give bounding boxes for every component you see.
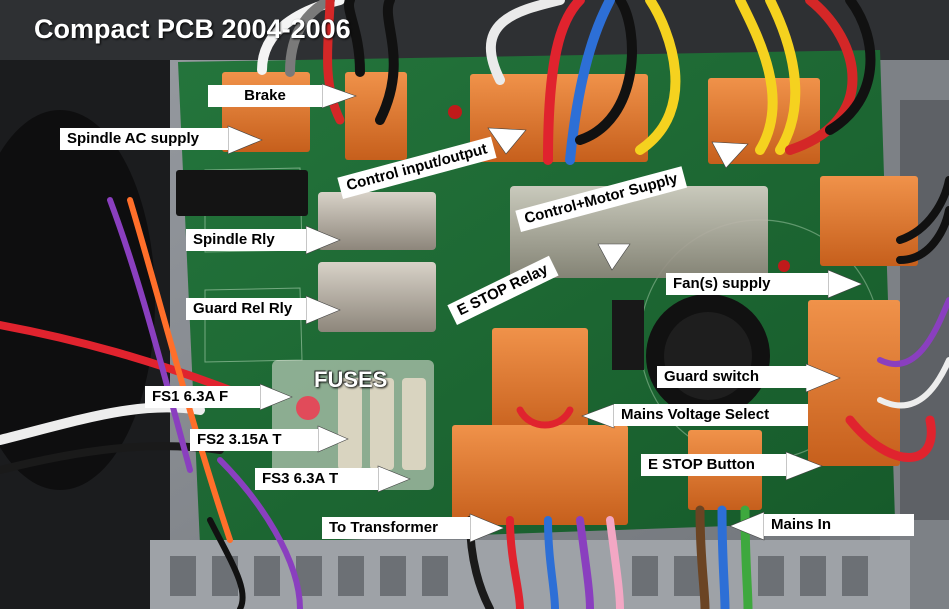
label-spindle-rly: Spindle Rly: [186, 229, 306, 251]
arrow-fs1: [259, 383, 293, 411]
arrow-fans-supply: [827, 269, 863, 299]
label-to-transformer: To Transformer: [322, 517, 470, 539]
arrow-e-stop-button: [785, 451, 823, 481]
arrow-spindle-rly: [305, 225, 341, 255]
label-fs3: FS3 6.3A T: [255, 468, 378, 490]
label-fs1: FS1 6.3A F: [145, 386, 260, 408]
arrow-fs2: [317, 425, 349, 453]
label-brake: Brake: [208, 85, 322, 107]
arrow-to-transformer: [469, 513, 505, 543]
arrow-mains-voltage: [581, 403, 615, 429]
photo-title: Compact PCB 2004-2006: [34, 14, 351, 44]
arrow-spindle-ac: [227, 125, 263, 155]
arrow-fs3: [377, 465, 411, 493]
arrow-guard-switch: [805, 363, 841, 393]
label-guard-switch: Guard switch: [657, 366, 807, 388]
fuses-heading: FUSES: [314, 367, 388, 392]
arrow-guard-rel-rly: [305, 295, 341, 325]
arrow-control-io: [487, 127, 527, 155]
label-fs2: FS2 3.15A T: [190, 429, 318, 451]
arrow-e-stop-relay: [597, 243, 631, 271]
label-guard-rel-rly: Guard Rel Rly: [186, 298, 306, 320]
arrow-mains-in: [729, 511, 765, 541]
label-mains-in: Mains In: [764, 514, 914, 536]
label-fans-supply: Fan(s) supply: [666, 273, 828, 295]
arrow-brake: [321, 83, 357, 109]
label-spindle-ac-supply: Spindle AC supply: [60, 128, 228, 150]
arrow-control-motor: [711, 141, 749, 169]
label-e-stop-button: E STOP Button: [641, 454, 786, 476]
label-mains-voltage-select: Mains Voltage Select: [614, 404, 808, 426]
